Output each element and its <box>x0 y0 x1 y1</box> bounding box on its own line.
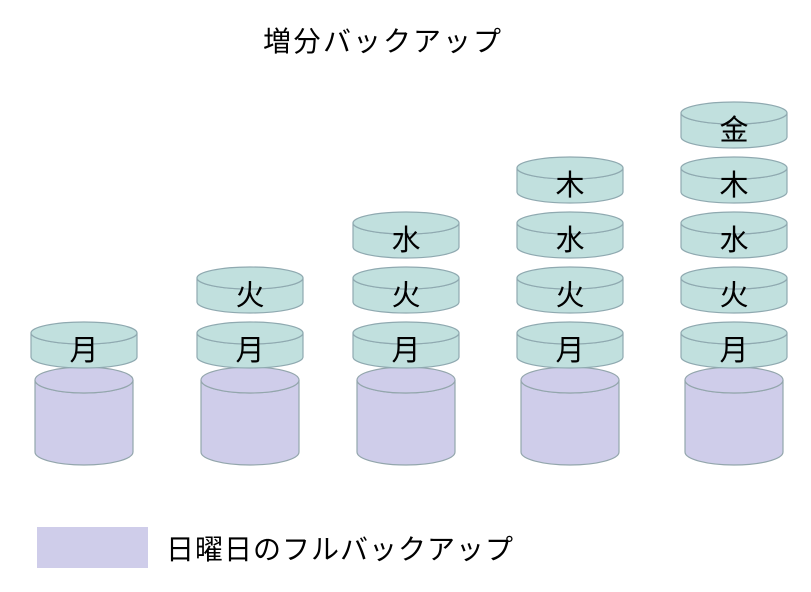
incremental-cylinder: 火 <box>352 266 460 314</box>
day-label: 木 <box>555 169 584 202</box>
incremental-cylinder: 木 <box>680 156 788 204</box>
full-backup-cylinder <box>34 366 134 466</box>
day-label: 月 <box>719 335 748 367</box>
full-backup-cylinder <box>520 366 620 466</box>
day-label: 月 <box>555 335 584 367</box>
incremental-cylinder: 火 <box>516 266 624 314</box>
day-label: 水 <box>391 224 420 257</box>
incremental-cylinder: 木 <box>516 156 624 204</box>
incremental-cylinder: 水 <box>516 211 624 259</box>
day-label: 金 <box>719 114 748 147</box>
incremental-cylinder: 火 <box>680 266 788 314</box>
diagram-title: 増分バックアップ <box>262 26 504 57</box>
day-label: 水 <box>555 224 584 257</box>
day-label: 月 <box>69 335 98 367</box>
day-label: 火 <box>555 280 584 312</box>
full-backup-cylinder <box>356 366 456 466</box>
day-label: 月 <box>391 335 420 367</box>
day-label: 水 <box>719 224 748 257</box>
day-label: 火 <box>391 280 420 312</box>
day-label: 月 <box>235 335 264 367</box>
incremental-cylinder: 月 <box>680 321 788 369</box>
incremental-cylinder: 水 <box>680 211 788 259</box>
legend-label: 日曜日のフルバックアップ <box>166 533 515 565</box>
incremental-cylinder: 月 <box>516 321 624 369</box>
incremental-cylinder: 火 <box>196 266 304 314</box>
incremental-cylinder: 月 <box>30 321 138 369</box>
full-backup-cylinder <box>200 366 300 466</box>
day-label: 火 <box>719 280 748 312</box>
day-label: 木 <box>719 169 748 202</box>
legend-swatch-full-backup <box>37 527 148 568</box>
incremental-cylinder: 月 <box>352 321 460 369</box>
incremental-cylinder: 金 <box>680 101 788 149</box>
day-label: 火 <box>235 280 264 312</box>
full-backup-cylinder <box>684 366 784 466</box>
incremental-cylinder: 水 <box>352 211 460 259</box>
legend: 日曜日のフルバックアップ <box>37 527 514 568</box>
incremental-cylinder: 月 <box>196 321 304 369</box>
